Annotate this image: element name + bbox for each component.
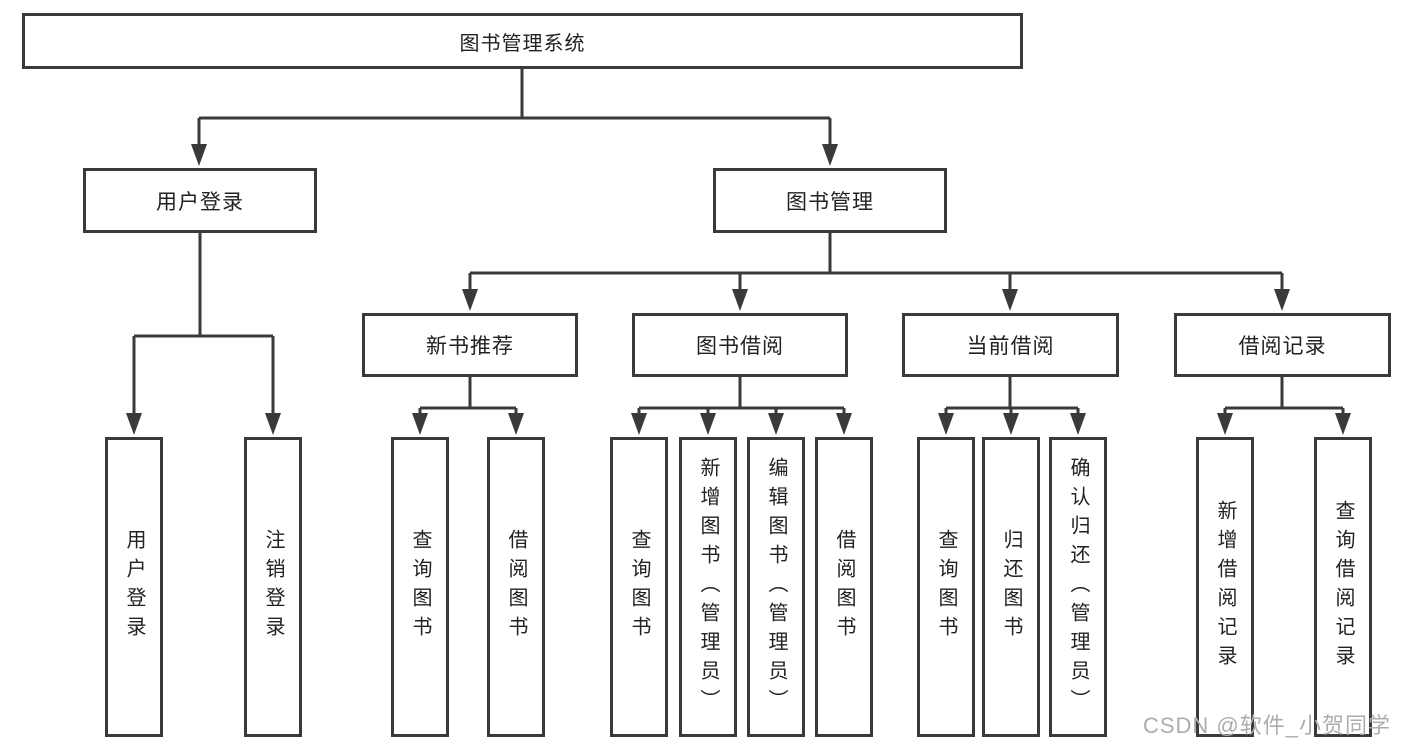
- leaf-query-books-recommend: 查询图书: [391, 437, 449, 737]
- arrow-down-icon: [1274, 289, 1290, 311]
- leaf-return-book: 归还图书: [982, 437, 1040, 737]
- leaf-confirm-return-admin: 确认归还（管理员）: [1049, 437, 1107, 737]
- arrow-down-icon: [462, 289, 478, 311]
- arrow-down-icon: [1335, 413, 1351, 435]
- arrow-down-icon: [126, 413, 142, 435]
- node-user-login: 用户登录: [83, 168, 317, 233]
- arrow-down-icon: [1070, 413, 1086, 435]
- arrow-down-icons: [126, 144, 1351, 435]
- leaf-logout: 注销登录: [244, 437, 302, 737]
- arrow-down-icon: [1003, 413, 1019, 435]
- node-book-borrowing: 图书借阅: [632, 313, 848, 377]
- leaf-add-borrow-record: 新增借阅记录: [1196, 437, 1254, 737]
- leaf-query-books-current: 查询图书: [917, 437, 975, 737]
- leaf-query-borrow-record: 查询借阅记录: [1314, 437, 1372, 737]
- leaf-borrow-books-recommend: 借阅图书: [487, 437, 545, 737]
- leaf-edit-book-admin: 编辑图书（管理员）: [747, 437, 805, 737]
- node-current-borrowing: 当前借阅: [902, 313, 1119, 377]
- node-new-book-recommendation: 新书推荐: [362, 313, 578, 377]
- arrow-down-icon: [1217, 413, 1233, 435]
- arrow-down-icon: [822, 144, 838, 166]
- arrow-down-icon: [265, 413, 281, 435]
- node-library-management-system: 图书管理系统: [22, 13, 1023, 69]
- arrow-down-icon: [700, 413, 716, 435]
- leaf-query-books-borrow: 查询图书: [610, 437, 668, 737]
- csdn-watermark: CSDN @软件_小贺同学: [1142, 713, 1391, 738]
- arrow-down-icon: [1002, 289, 1018, 311]
- arrow-down-icon: [768, 413, 784, 435]
- leaf-add-book-admin: 新增图书（管理员）: [679, 437, 737, 737]
- arrow-down-icon: [191, 144, 207, 166]
- connector-paths: [132, 68, 1345, 416]
- node-borrowing-records: 借阅记录: [1174, 313, 1391, 377]
- arrow-down-icon: [836, 413, 852, 435]
- arrow-down-icon: [508, 413, 524, 435]
- leaf-user-login: 用户登录: [105, 437, 163, 737]
- arrow-down-icon: [412, 413, 428, 435]
- arrow-down-icon: [631, 413, 647, 435]
- node-book-management: 图书管理: [713, 168, 947, 233]
- arrow-down-icon: [938, 413, 954, 435]
- arrow-down-icon: [732, 289, 748, 311]
- leaf-borrow-books: 借阅图书: [815, 437, 873, 737]
